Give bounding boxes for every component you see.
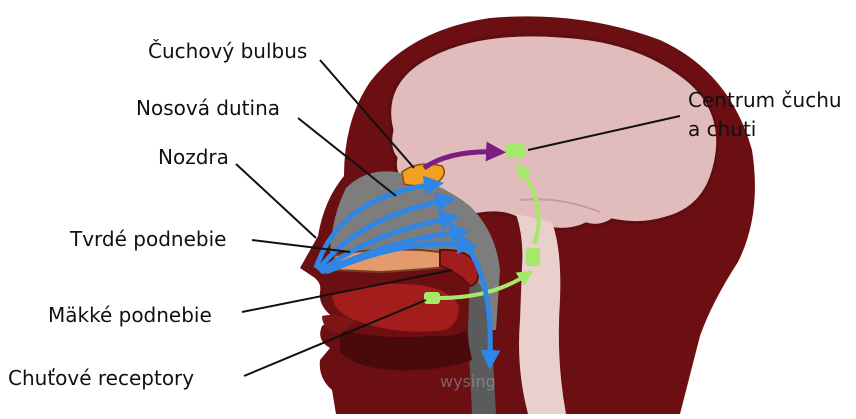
label-taste-receptors: Chuťové receptory [8,367,194,389]
label-soft-palate: Mäkké podnebie [48,304,212,326]
label-hard-palate: Tvrdé podnebie [70,228,226,250]
watermark-text: wysing [440,372,496,391]
leader-nostril [236,164,316,238]
label-center-line1: Centrum čuchu [688,89,842,111]
olfactory-center-node [506,144,526,158]
tongue-receptor-node [424,292,440,304]
label-olfactory-bulb: Čuchový bulbus [148,40,307,62]
label-nostril: Nozdra [158,146,229,168]
label-center-line2: a chuti [688,118,756,140]
brainstem-node [526,248,540,266]
label-nasal-cavity: Nosová dutina [136,97,280,119]
